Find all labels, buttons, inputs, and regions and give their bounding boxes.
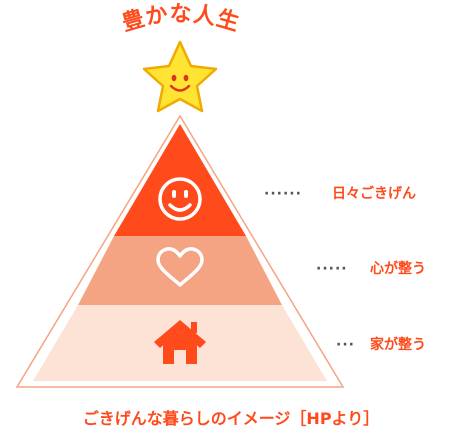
layer-label-row-2: ····· 心が整う [316,260,426,277]
label-mind-in-order: 心が整う [370,260,426,277]
label-daily-happiness: 日々ごきげん [332,185,416,202]
star-icon [142,40,218,113]
pyramid-layer-middle [78,236,282,305]
leader-dots: ··· [336,337,355,353]
layer-label-row-3: ··· 家が整う [336,336,426,353]
house-icon [154,320,206,364]
diagram-title: 豊かな人生 [119,2,243,37]
layer-label-row-1: ······ 日々ごきげん [264,185,416,202]
caption: ごきげんな暮らしのイメージ［HPより］ [83,409,379,428]
leader-dots: ····· [316,261,348,277]
smiley-face-icon [158,177,202,221]
heart-icon [156,247,204,287]
leader-dots: ······ [264,186,302,202]
label-home-in-order: 家が整う [370,336,426,353]
